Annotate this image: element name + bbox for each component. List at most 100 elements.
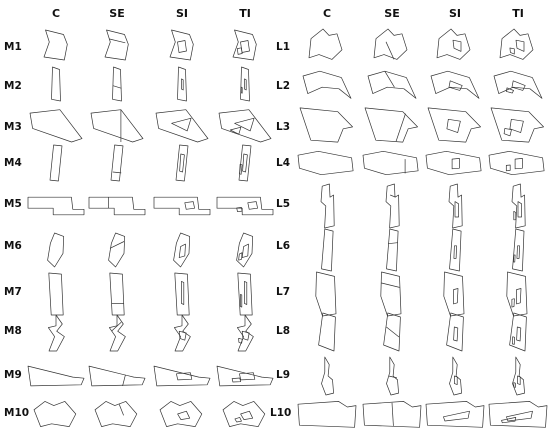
shape-m10-ti <box>222 401 266 427</box>
shape-l4-ti <box>488 150 545 176</box>
row-label-l4: L4 <box>276 157 290 169</box>
shape-l10-si <box>425 401 485 428</box>
shape-l3-ti-inner-region-2 <box>503 128 512 137</box>
shape-m7-ti-inner-region <box>244 281 248 305</box>
shape-m4-ti-inner-region-2 <box>239 163 243 175</box>
row-label-m8: M8 <box>4 325 22 337</box>
row-label-l3: L3 <box>276 121 290 133</box>
shape-m1-si-inner-region <box>177 40 187 53</box>
shape-l9-ti <box>512 356 525 396</box>
row-label-m2: M2 <box>4 80 22 92</box>
shape-m1-ti-outline <box>232 29 257 61</box>
shape-m9-ti-inner-region-2 <box>231 377 241 383</box>
shape-m7-si <box>174 272 190 316</box>
shape-m2-se-split-line <box>112 85 122 89</box>
shape-m5-si <box>153 196 211 216</box>
shape-l1-ti-inner-region-2 <box>509 47 515 55</box>
shape-l3-c <box>299 107 353 143</box>
shape-l4-c-outline <box>297 150 354 176</box>
shape-m2-ti-inner-region <box>244 78 247 91</box>
shape-m9-se <box>88 365 146 387</box>
shape-l8-c <box>318 312 336 352</box>
shape-l7-si-inner-region <box>453 288 459 305</box>
shape-m7-ti-outline <box>237 272 253 316</box>
shape-l9-se-split-line <box>388 375 397 379</box>
shape-l9-ti-inner-region <box>517 375 521 385</box>
shape-m3-si-inner-region <box>171 117 192 132</box>
shape-m10-c <box>33 401 77 427</box>
shape-m6-ti <box>236 232 254 268</box>
shape-l10-ti-outline <box>488 401 548 428</box>
right-col-header-c: C <box>323 7 331 20</box>
shape-m9-si <box>153 365 211 387</box>
shape-l1-c-outline <box>308 28 343 60</box>
shape-m5-c <box>27 196 85 216</box>
shape-m2-c <box>51 66 61 102</box>
shape-m8-ti <box>236 314 254 352</box>
shape-l4-si <box>425 150 482 176</box>
shape-m10-ti-inner-region <box>240 410 254 420</box>
shape-l5-ti-inner-region-2 <box>513 210 517 221</box>
shape-l6-ti <box>512 228 525 272</box>
shape-l10-c-outline <box>297 401 357 428</box>
shape-m2-ti <box>240 66 250 102</box>
shape-l10-si-inner-region <box>443 410 470 422</box>
shape-m6-ti-outline <box>236 232 254 268</box>
right-panel: C SE SI TI L1 L2 L3 L4 L5 L6 L7 L8 L9 L1… <box>270 7 524 419</box>
shape-m10-se-outline <box>94 401 138 427</box>
shape-m9-c-outline <box>27 365 85 387</box>
shape-m3-si-outline <box>155 109 209 143</box>
shape-l9-ti-outline <box>512 356 525 396</box>
shape-m5-c-outline <box>27 196 85 216</box>
shape-l10-se-outline <box>362 401 422 428</box>
shape-l3-ti-inner-region <box>509 118 524 133</box>
shape-l1-se-outline <box>373 28 408 60</box>
shape-m8-c-outline <box>47 314 65 352</box>
shape-l6-si-inner-region <box>453 245 457 259</box>
shape-l3-si-inner-region <box>446 118 461 133</box>
row-label-m6: M6 <box>4 240 22 252</box>
shape-l5-c <box>320 183 335 229</box>
shape-l3-ti <box>490 107 544 143</box>
shape-m6-si-inner-region <box>178 243 186 258</box>
row-label-m4: M4 <box>4 157 22 169</box>
shape-l8-se <box>383 312 401 352</box>
shape-m6-se-split-line <box>109 241 125 249</box>
row-label-l2: L2 <box>276 80 290 92</box>
shape-l7-ti <box>506 271 528 317</box>
shape-m9-si-outline <box>153 365 211 387</box>
shape-m8-ti-inner-region <box>241 330 250 341</box>
shape-m1-c <box>43 29 68 61</box>
shape-l7-si <box>443 271 465 317</box>
shape-l8-ti-inner-region <box>516 326 522 342</box>
row-label-m3: M3 <box>4 121 22 133</box>
shape-l6-se <box>386 228 399 272</box>
shape-l8-ti-inner-region-2 <box>511 336 515 345</box>
row-label-l7: L7 <box>276 286 290 298</box>
shape-m10-se <box>94 401 138 427</box>
shape-l4-se <box>362 150 419 176</box>
shape-l10-ti-inner-region <box>506 410 533 422</box>
shape-l8-si-outline <box>446 312 464 352</box>
shape-m8-si-inner-region <box>178 330 187 341</box>
shape-m1-se-split-line <box>109 38 126 44</box>
shape-l6-se-split-line <box>388 242 398 245</box>
shape-m7-ti <box>237 272 253 316</box>
shape-l1-se-split-line <box>385 41 395 60</box>
shape-m4-c <box>49 144 63 182</box>
left-col-header-si: SI <box>176 7 188 20</box>
shape-m6-ti-inner-region <box>241 243 249 258</box>
shape-m2-se <box>112 66 122 102</box>
shape-l2-ti-outline <box>493 70 543 99</box>
shape-m8-si-outline <box>173 314 191 352</box>
shape-l10-ti-inner-region-2 <box>501 417 517 424</box>
shape-m9-se-split-line <box>122 374 126 386</box>
shape-l5-se-outline <box>385 183 400 229</box>
shape-l2-c-outline <box>302 70 352 99</box>
shape-m6-se-outline <box>108 232 126 268</box>
shape-m1-ti <box>232 29 257 61</box>
shape-m2-si-inner-region <box>181 78 184 91</box>
shape-m1-se <box>104 29 129 61</box>
shape-l3-se-split-line <box>395 113 406 142</box>
